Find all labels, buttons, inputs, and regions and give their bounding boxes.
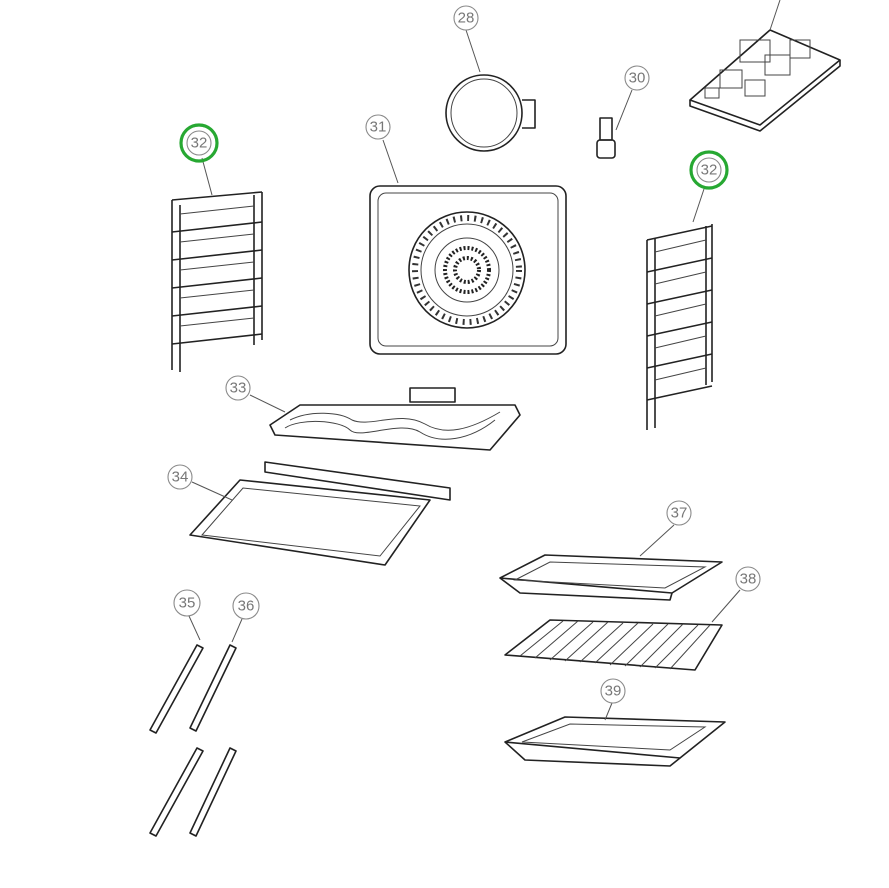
telescopic-rail-part[interactable]	[149, 615, 243, 837]
callout-label: 37	[671, 505, 688, 522]
callout-35[interactable]: 35	[173, 589, 201, 617]
rear-panel-part[interactable]	[369, 139, 567, 355]
callout-36[interactable]: 36	[232, 592, 260, 620]
baking-tray-part[interactable]	[499, 524, 723, 601]
callout-28[interactable]: 28	[453, 5, 479, 31]
callout-label: 35	[179, 595, 196, 612]
callout-label: 32	[191, 135, 208, 152]
oven-lamp-part[interactable]	[596, 89, 633, 159]
callout-label: 33	[230, 380, 247, 397]
callout-label: 34	[172, 469, 189, 486]
circular-heating-element-part[interactable]	[445, 29, 536, 152]
callout-label: 36	[238, 598, 255, 615]
lower-heating-element-part[interactable]	[189, 461, 451, 566]
side-rack-left-part[interactable]	[171, 157, 263, 372]
callout-39[interactable]: 39	[600, 678, 626, 704]
callout-32-left[interactable]: 32	[179, 123, 219, 163]
control-board-part[interactable]	[689, 0, 841, 132]
callout-32-right[interactable]: 32	[689, 150, 729, 190]
callout-37[interactable]: 37	[666, 500, 692, 526]
callout-33[interactable]: 33	[225, 375, 251, 401]
grill-element-part[interactable]	[249, 387, 521, 451]
shallow-tray-part[interactable]	[504, 702, 726, 767]
callout-label: 38	[740, 571, 757, 588]
wire-shelf-part[interactable]	[504, 589, 741, 671]
callout-label: 31	[370, 119, 387, 136]
callout-30[interactable]: 30	[624, 65, 650, 91]
callout-34[interactable]: 34	[167, 464, 193, 490]
callout-label: 39	[605, 683, 622, 700]
callout-38[interactable]: 38	[735, 566, 761, 592]
callout-label: 28	[458, 10, 475, 27]
callout-label: 30	[629, 70, 646, 87]
callout-label: 32	[701, 162, 718, 179]
callout-31[interactable]: 31	[365, 114, 391, 140]
side-rack-right-part[interactable]	[646, 185, 713, 430]
